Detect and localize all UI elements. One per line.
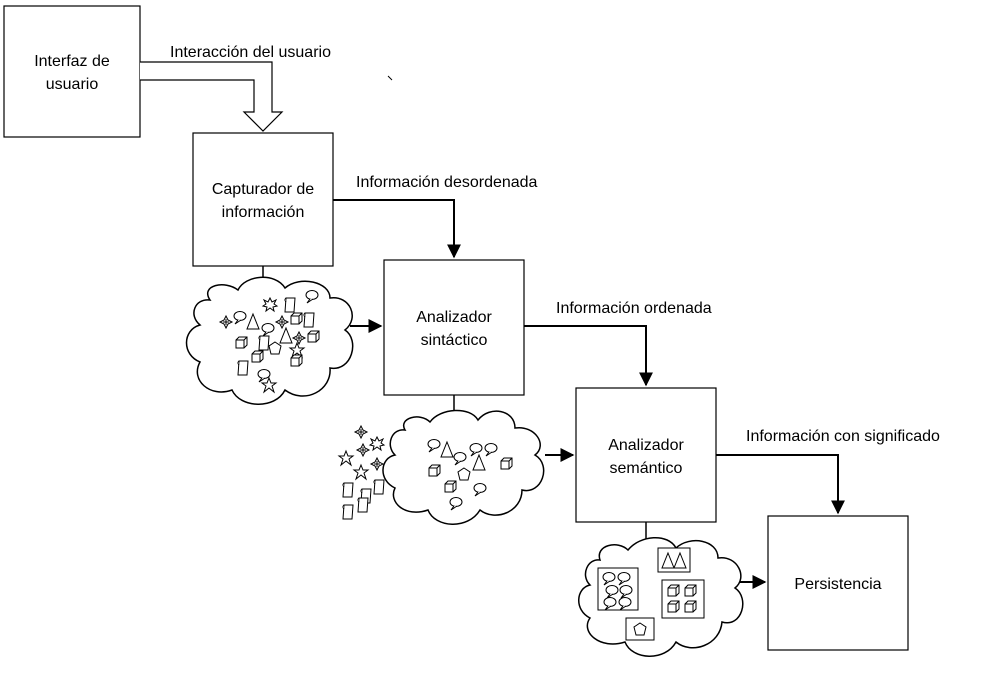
desordenada-label: Información desordenada [356, 174, 538, 191]
unordered-info-cloud [185, 276, 354, 405]
meaningful-info-cloud [578, 536, 744, 657]
significado-label: Información con significado [746, 428, 940, 445]
capturador-label-2: información [222, 204, 305, 221]
stray-mark [387, 75, 393, 81]
scattered-symbols [338, 425, 385, 520]
interfaz-label-1: Interfaz de [34, 53, 110, 70]
capturador-label-1: Capturador de [212, 181, 314, 198]
semantico-label-1: Analizador [608, 437, 684, 454]
interfaz-node: Interfaz de usuario [3, 5, 141, 138]
semantico-node: Analizador semántico [575, 387, 717, 523]
interfaz-label-2: usuario [46, 76, 99, 93]
sintactico-node: Analizador sintáctico [383, 259, 525, 396]
persistencia-node: Persistencia [767, 515, 909, 651]
semantico-label-2: semántico [610, 460, 683, 477]
capturador-node: Capturador de información [192, 132, 334, 267]
ordenada-arrow: Información ordenada [524, 300, 712, 387]
interaccion-arrow: Interacción del usuario [140, 44, 331, 132]
sintactico-label-1: Analizador [416, 309, 492, 326]
sintactico-label-2: sintáctico [421, 332, 488, 349]
desordenada-arrow: Información desordenada [333, 174, 538, 259]
persistencia-label: Persistencia [794, 576, 881, 593]
significado-arrow: Información con significado [716, 428, 940, 515]
ordered-info-cloud [382, 409, 545, 525]
interaccion-label: Interacción del usuario [170, 44, 331, 61]
ordenada-label: Información ordenada [556, 300, 712, 317]
